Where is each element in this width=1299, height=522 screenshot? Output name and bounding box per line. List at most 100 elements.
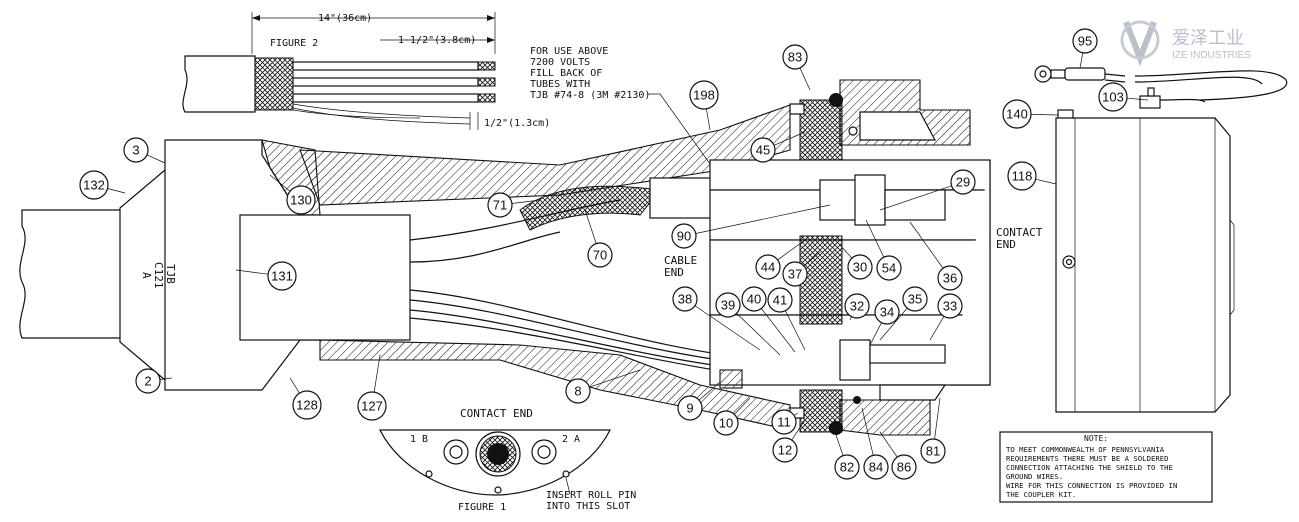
callout-30: 30 <box>839 244 873 280</box>
figure1-label-right: 2 A <box>562 434 580 445</box>
callout-45: 45 <box>750 131 806 163</box>
callout-8: 8 <box>565 369 641 404</box>
callout-number-118: 118 <box>1012 169 1033 184</box>
callout-84: 84 <box>861 407 889 480</box>
note-line-6: THE COUPLER KIT. <box>1006 490 1076 499</box>
callout-leader-84 <box>861 407 874 456</box>
callout-leader-3 <box>146 154 166 164</box>
note-line-4: GROUND WIRES. <box>1006 472 1063 481</box>
callout-circle-38 <box>672 286 698 312</box>
callout-circle-3 <box>123 137 149 163</box>
callout-3: 3 <box>123 137 166 164</box>
callout-leader-130 <box>269 174 291 192</box>
callout-circle-140 <box>1002 99 1032 129</box>
callout-number-132: 132 <box>83 178 105 193</box>
callout-leader-32 <box>849 316 852 321</box>
callout-number-39: 39 <box>721 298 735 313</box>
callout-44: 44 <box>755 239 806 280</box>
callout-70: 70 <box>584 209 613 268</box>
hv-note-line-1: FOR USE ABOVE <box>530 46 608 57</box>
figure2-dim-strip: 1-1/2"(3.8cm) <box>398 35 476 46</box>
callout-number-29: 29 <box>956 175 970 190</box>
callout-number-40: 40 <box>747 292 761 307</box>
callout-circle-127 <box>357 391 387 421</box>
callout-circle-130 <box>286 185 316 215</box>
callout-number-127: 127 <box>361 399 383 414</box>
note-line-3: CONNECTION ATTACHING THE SHIELD TO THE <box>1006 463 1173 472</box>
callout-circle-84 <box>863 454 889 480</box>
callout-35: 35 <box>879 286 928 341</box>
callout-leader-38 <box>694 305 761 351</box>
callout-118: 118 <box>1007 161 1057 191</box>
callout-127: 127 <box>357 354 387 421</box>
callout-leader-39 <box>736 313 781 356</box>
callout-number-198: 198 <box>693 88 715 103</box>
callout-circle-34 <box>874 299 900 325</box>
figure-2-wire-prep: 14"(36cm) 1-1/2"(3.8cm) FIGURE 2 1/2"(1.… <box>182 12 550 130</box>
callout-number-70: 70 <box>593 248 607 263</box>
callout-circle-41 <box>767 287 793 313</box>
callout-leader-83 <box>799 67 811 91</box>
callout-circle-33 <box>937 293 963 319</box>
callout-number-81: 81 <box>926 444 940 459</box>
cable-end-line-1: CABLE <box>664 254 697 267</box>
callout-130: 130 <box>269 174 316 215</box>
callout-leader-8 <box>589 369 641 388</box>
callout-leader-30 <box>839 244 853 259</box>
figure-1-contact-end: CONTACT END 1 B 2 A FIGURE 1 INSERT ROLL… <box>379 407 636 513</box>
callout-number-35: 35 <box>908 292 922 307</box>
coupler-marking-line-1: TJB <box>164 264 177 284</box>
callout-circle-128 <box>292 390 322 420</box>
callout-circle-54 <box>876 255 902 281</box>
callout-10: 10 <box>713 397 751 436</box>
callout-9: 9 <box>677 381 721 421</box>
callout-circle-36 <box>937 265 963 291</box>
figure2-dim-small: 1/2"(1.3cm) <box>484 118 550 129</box>
hv-note-line-2: 7200 VOLTS <box>530 57 590 68</box>
callout-number-84: 84 <box>869 460 883 475</box>
contact-end-line-2: END <box>996 238 1016 251</box>
callout-circle-70 <box>587 242 613 268</box>
callout-leader-10 <box>734 397 751 415</box>
logo-english-text: IZE INDUSTRIES <box>1172 50 1251 61</box>
callout-leader-127 <box>373 354 381 393</box>
logo-mark-icon <box>1120 20 1160 67</box>
callout-number-30: 30 <box>853 260 867 275</box>
callout-circle-37 <box>782 261 808 287</box>
callout-circle-83 <box>782 44 808 70</box>
callout-circle-2 <box>135 368 161 394</box>
callout-leader-128 <box>289 377 300 394</box>
callout-number-37: 37 <box>788 267 802 282</box>
callout-number-12: 12 <box>778 443 792 458</box>
callout-37: 37 <box>782 251 821 287</box>
end-labels: CABLE END CONTACT END <box>664 226 1043 279</box>
callout-leader-9 <box>698 381 721 401</box>
callout-103: 103 <box>1098 82 1149 112</box>
figure2-dim-total: 14"(36cm) <box>318 13 372 24</box>
hv-note-line-4: TUBES WITH <box>530 79 590 90</box>
callout-leader-132 <box>107 188 126 194</box>
callout-circle-9 <box>677 395 703 421</box>
callout-circle-12 <box>772 437 798 463</box>
callout-34: 34 <box>869 299 900 346</box>
callout-circle-90 <box>671 223 697 249</box>
callout-leader-86 <box>879 431 898 458</box>
callout-leader-33 <box>929 316 945 341</box>
callout-circle-32 <box>844 293 870 319</box>
callout-number-83: 83 <box>788 50 802 65</box>
coupler-marking-line-2: C121 <box>152 262 165 289</box>
callout-number-9: 9 <box>686 401 693 416</box>
soldering-note: NOTE: TO MEET COMMONWEALTH OF PENNSYLVAN… <box>999 431 1213 503</box>
callout-circle-71 <box>487 192 513 218</box>
callout-number-10: 10 <box>719 416 733 431</box>
callout-leader-44 <box>777 239 806 261</box>
callout-12: 12 <box>772 419 806 463</box>
figure1-title: FIGURE 1 <box>458 502 506 513</box>
note-line-1: TO MEET COMMONWEALTH OF PENNSYLVANIA <box>1006 445 1165 454</box>
callout-leader-71 <box>511 199 541 204</box>
callout-circle-82 <box>834 454 860 480</box>
callout-81: 81 <box>920 397 946 464</box>
callout-54: 54 <box>865 219 902 281</box>
figure1-slot-note-1: INSERT ROLL PIN <box>546 490 636 501</box>
